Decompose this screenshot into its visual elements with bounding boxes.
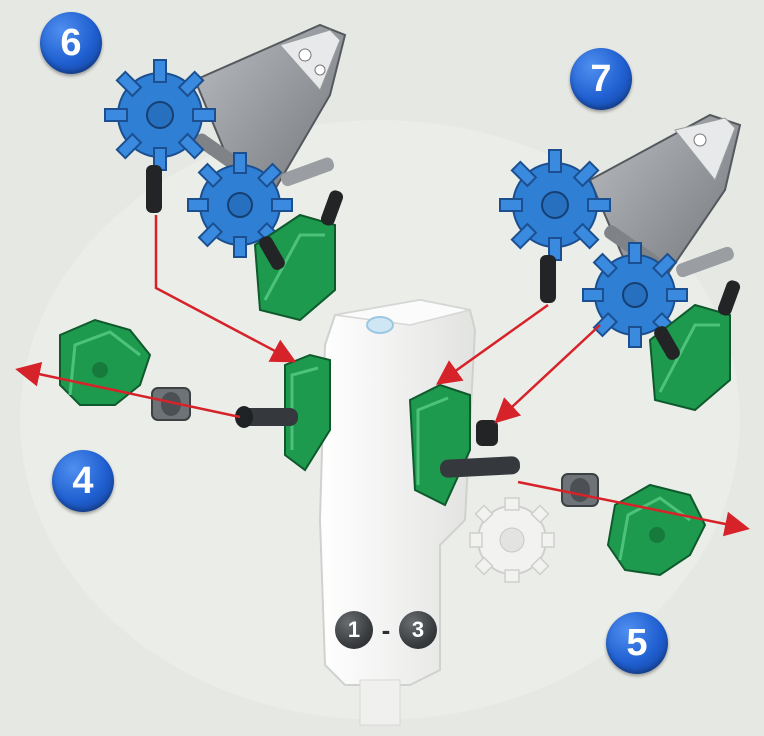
black-pin-icon [540, 255, 556, 303]
black-pin-icon [320, 190, 344, 226]
assembly-arrows [15, 215, 750, 537]
range-separator: - [381, 614, 391, 645]
black-pin-icon [259, 236, 285, 270]
step-5-badge: 5 [606, 612, 668, 674]
black-pin-icon [146, 165, 162, 213]
step-range-badge: 1 - 3 [335, 610, 437, 650]
step-5-parts [561, 473, 707, 577]
grey-spacer-icon [151, 387, 191, 421]
step-7-subassembly [499, 113, 742, 412]
black-pin-icon [476, 420, 498, 446]
green-corner-connector-icon [648, 303, 731, 412]
step-6-subassembly [104, 23, 347, 322]
grey-spacer-icon [561, 473, 599, 507]
blue-snowflake-connector-icon [104, 59, 216, 171]
range-start: 1 [335, 611, 373, 649]
green-corner-connector-icon [606, 483, 707, 577]
step-6-badge: 6 [40, 12, 102, 74]
step-4-badge: 4 [52, 450, 114, 512]
white-gear-icon [469, 497, 555, 583]
range-end: 3 [399, 611, 437, 649]
step-7-badge: 7 [570, 48, 632, 110]
black-pin-icon [439, 456, 521, 478]
green-corner-connector-icon [253, 213, 336, 322]
blue-snowflake-connector-icon [582, 242, 688, 348]
black-pin-icon [235, 406, 298, 428]
black-pin-icon [654, 326, 680, 360]
blue-snowflake-connector-icon [499, 149, 611, 261]
black-pin-icon [717, 280, 741, 316]
